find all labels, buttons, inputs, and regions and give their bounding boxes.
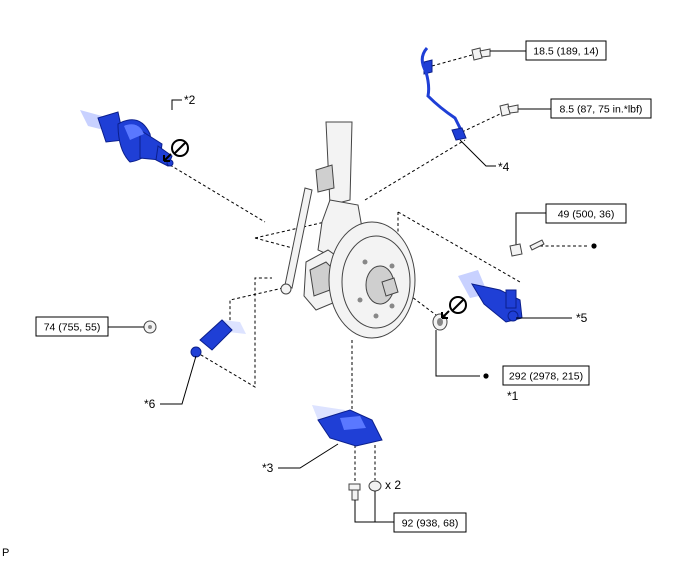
hardware-parts xyxy=(143,47,545,501)
corner-page-label: P xyxy=(2,547,9,559)
do-not-reuse-icon xyxy=(163,139,189,162)
callout-1-label: *1 xyxy=(507,389,519,403)
callout-5-label: *5 xyxy=(576,311,588,325)
stabilizer-link-nut xyxy=(143,320,157,334)
quantity-label: x 2 xyxy=(385,478,401,492)
callout-6-label: *6 xyxy=(144,397,156,411)
torque-text: 74 (755, 55) xyxy=(44,322,101,334)
torque-text: 18.5 (189, 14) xyxy=(533,46,598,58)
lower-arm-nut xyxy=(368,480,382,492)
torque-spec-stabilizer-link-nut: 74 (755, 55) xyxy=(35,316,109,337)
cotter-pin xyxy=(529,239,545,251)
torque-text: 92 (938, 68) xyxy=(402,518,459,530)
torque-spec-harness-clamp-bolt: 8.5 (87, 75 in.*lbf) xyxy=(550,98,652,119)
lower-arm-bolt xyxy=(348,483,361,501)
tie-rod-nut xyxy=(509,243,523,257)
torque-text: 49 (500, 36) xyxy=(558,209,615,221)
stabilizer-link xyxy=(190,319,246,358)
tie-rod-end xyxy=(458,270,523,323)
abs-sensor-bolt xyxy=(471,47,491,61)
speed-sensor-harness xyxy=(420,46,467,141)
leader-lines xyxy=(108,50,572,523)
do-not-reuse-icon xyxy=(441,296,467,319)
strut-and-knuckle-assembly xyxy=(280,121,416,339)
torque-spec-lower-arm-bolts: 92 (938, 68) xyxy=(393,512,467,533)
torque-text: 292 (2978, 215) xyxy=(509,371,583,383)
non-reusable-part-dot xyxy=(591,243,597,249)
non-reusable-part-dot xyxy=(483,373,489,379)
lower-suspension-arm xyxy=(312,405,383,447)
callout-2-label: *2 xyxy=(184,93,196,107)
torque-spec-tie-rod-nut: 49 (500, 36) xyxy=(545,203,627,224)
callout-4-label: *4 xyxy=(498,160,510,174)
torque-text: 8.5 (87, 75 in.*lbf) xyxy=(560,104,643,116)
harness-clamp-bolt xyxy=(499,103,519,117)
torque-spec-axle-hub-nut: 292 (2978, 215) xyxy=(502,365,590,386)
drive-shaft xyxy=(80,110,174,167)
callout-3-label: *3 xyxy=(262,461,274,475)
torque-spec-abs-sensor-bolt: 18.5 (189, 14) xyxy=(525,40,607,61)
